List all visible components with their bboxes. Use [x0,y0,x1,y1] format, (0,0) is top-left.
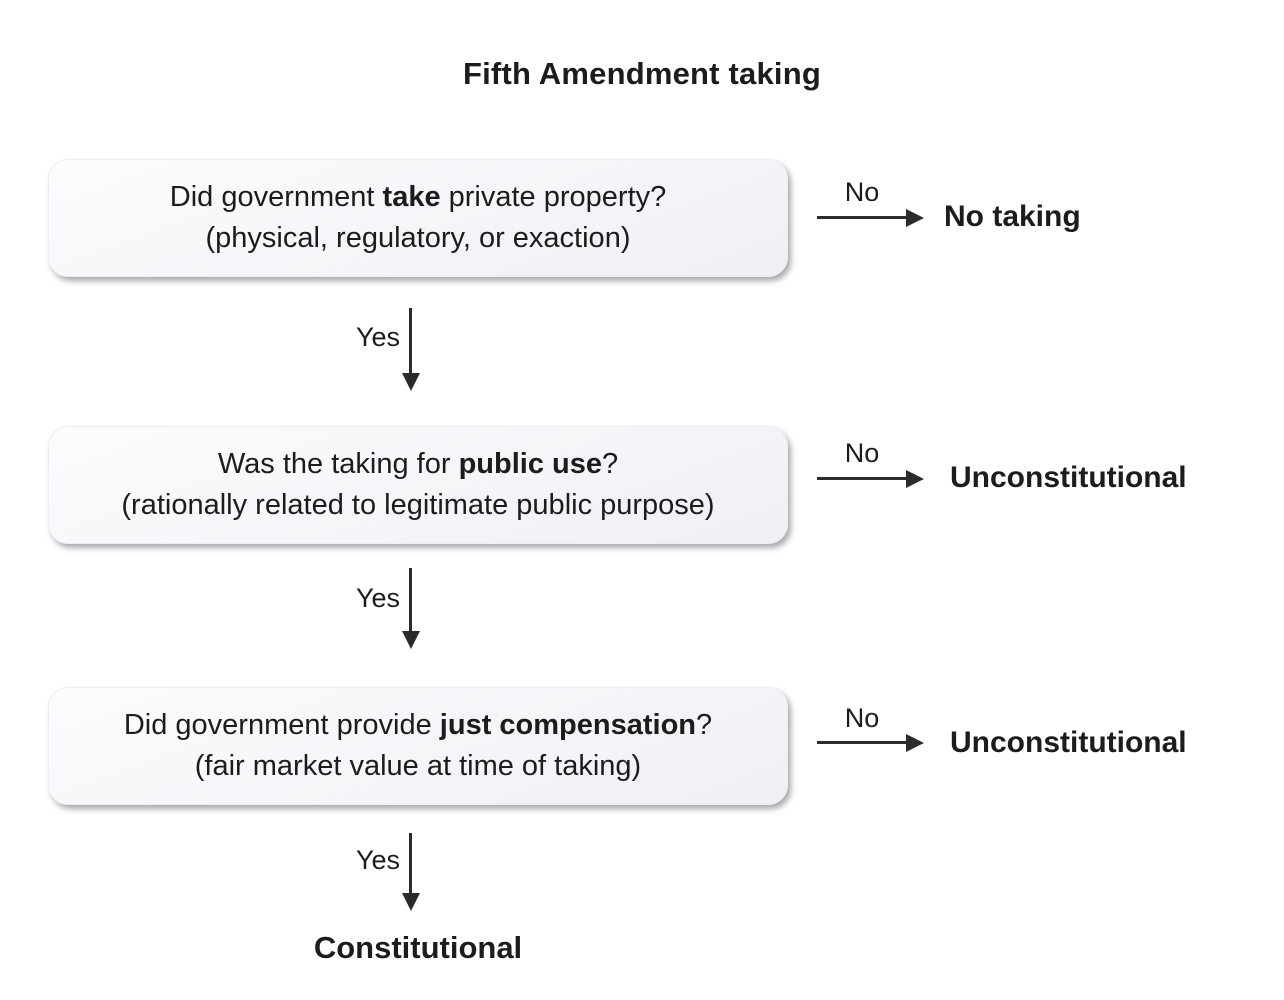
outcome-unconstitutional-compensation: Unconstitutional [950,726,1187,759]
no-branch-label: No [844,703,880,733]
decision-box-just-compensation: Did government provide just compensation… [48,687,788,805]
question-keyword: public use [458,448,602,480]
yes-branch-label: Yes [355,583,400,613]
yes-branch-label: Yes [355,322,400,352]
question-suffix: ? [696,709,713,741]
question-text: Did government provide just compensation… [124,705,712,746]
no-arrow [817,741,907,744]
question-subtext: (fair market value at time of taking) [194,750,642,782]
question-subtext: (rationally related to legitimate public… [121,489,715,521]
no-branch-label: No [844,177,880,207]
question-prefix: Did government provide [123,709,440,741]
question-suffix: ? [601,448,619,480]
question-suffix: private property? [440,181,667,213]
question-keyword: take [382,181,441,213]
question-prefix: Did government [169,181,383,213]
question-text: Was the taking for public use? [218,444,618,485]
question-text: Did government take private property? [170,177,667,218]
question-prefix: Was the taking for [217,448,459,480]
outcome-unconstitutional-public-use: Unconstitutional [950,461,1187,494]
no-arrow [817,216,907,219]
question-keyword: just compensation [439,709,696,741]
no-branch-label: No [844,438,880,468]
no-arrow [817,477,907,480]
decision-box-take: Did government take private property? (p… [48,159,788,277]
yes-arrow [409,308,412,374]
question-subtext: (physical, regulatory, or exaction) [205,222,631,254]
decision-box-public-use: Was the taking for public use? (rational… [48,426,788,544]
yes-arrow [409,568,412,632]
yes-branch-label: Yes [355,845,400,875]
yes-arrow [409,833,412,894]
outcome-constitutional: Constitutional [313,930,523,965]
outcome-no-taking: No taking [944,200,1081,233]
diagram-title: Fifth Amendment taking [462,56,822,91]
